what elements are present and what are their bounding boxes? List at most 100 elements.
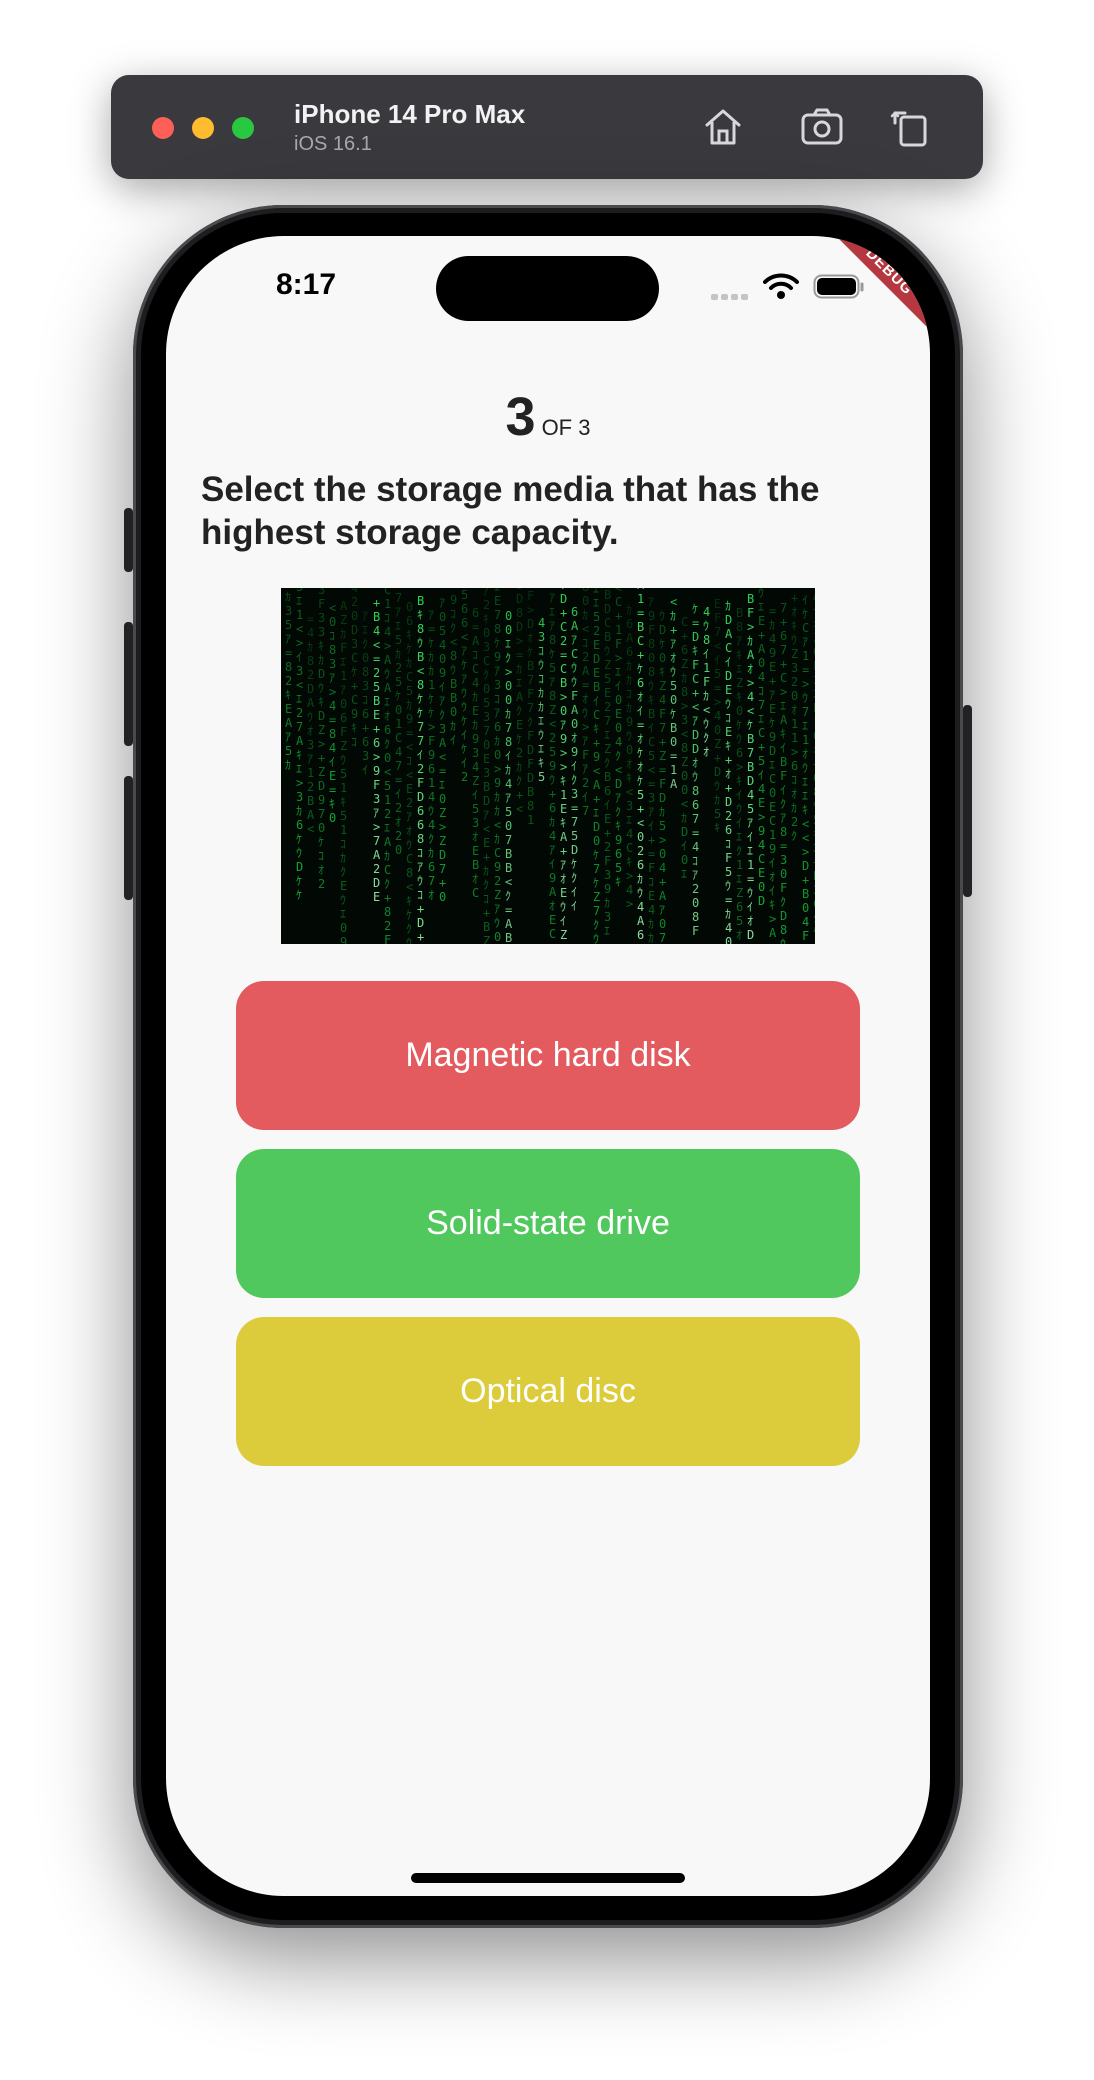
svg-text:8: 8	[527, 799, 534, 813]
svg-text:<: <	[406, 740, 413, 754]
svg-text:ｺ: ｺ	[362, 693, 368, 707]
svg-text:E: E	[714, 597, 721, 611]
svg-text:5: 5	[549, 661, 556, 675]
svg-text:2: 2	[296, 706, 303, 720]
svg-text:ｳ: ｳ	[571, 675, 577, 689]
svg-text:A: A	[725, 627, 733, 641]
svg-text:A: A	[582, 664, 590, 678]
svg-text:F: F	[527, 589, 534, 603]
svg-text:Z: Z	[681, 657, 688, 671]
answer-button-optical-disc[interactable]: Optical disc	[236, 1317, 860, 1466]
svg-text:7: 7	[593, 862, 600, 876]
svg-text:E: E	[494, 594, 501, 608]
svg-text:B: B	[505, 847, 512, 861]
svg-text:+: +	[439, 876, 446, 890]
svg-text:4: 4	[626, 827, 633, 841]
svg-text:6: 6	[461, 602, 468, 616]
svg-text:ｶ: ｶ	[659, 805, 665, 819]
svg-text:ｺ: ｺ	[538, 644, 544, 658]
svg-text:B: B	[505, 931, 512, 944]
svg-text:ｸ: ｸ	[780, 797, 786, 811]
svg-text:ｹ: ｹ	[406, 908, 412, 922]
svg-text:D: D	[714, 765, 721, 779]
minimize-window-button[interactable]	[192, 117, 214, 139]
svg-text:ｲ: ｲ	[571, 885, 577, 899]
svg-text:1: 1	[736, 858, 743, 872]
home-icon[interactable]	[699, 103, 747, 151]
svg-text:2: 2	[516, 746, 523, 760]
svg-text:+: +	[758, 740, 765, 754]
svg-text:ｵ: ｵ	[802, 747, 808, 761]
svg-text:6: 6	[384, 723, 391, 737]
svg-text:+: +	[780, 615, 787, 629]
svg-text:+: +	[637, 802, 644, 816]
svg-text:6: 6	[637, 928, 644, 942]
svg-text:4: 4	[758, 782, 765, 796]
answer-button-solid-state-drive[interactable]: Solid-state drive	[236, 1149, 860, 1298]
svg-text:6: 6	[373, 736, 380, 750]
svg-text:ｳ: ｳ	[538, 658, 544, 672]
power-button	[963, 705, 972, 897]
svg-text:ｷ: ｷ	[329, 797, 335, 811]
svg-text:F: F	[571, 689, 578, 703]
svg-text:2: 2	[395, 829, 402, 843]
svg-text:ｲ: ｲ	[747, 900, 753, 914]
svg-text:Z: Z	[681, 755, 688, 769]
svg-text:ｲ: ｲ	[549, 857, 555, 871]
svg-text:0: 0	[340, 921, 347, 935]
svg-text:4: 4	[747, 690, 754, 704]
svg-text:5: 5	[593, 610, 600, 624]
svg-text:C: C	[626, 841, 633, 855]
svg-text:ｱ: ｱ	[736, 634, 742, 648]
svg-text:ｶ: ｶ	[538, 700, 544, 714]
svg-text:=: =	[670, 749, 677, 763]
svg-text:ｺ: ｺ	[582, 636, 588, 650]
svg-text:<: <	[681, 727, 688, 741]
svg-text:ｳ: ｳ	[659, 609, 665, 623]
svg-text:9: 9	[428, 748, 435, 762]
svg-text:F: F	[318, 597, 325, 611]
svg-text:=: =	[692, 826, 699, 840]
svg-text:8: 8	[692, 910, 699, 924]
svg-text:7: 7	[527, 701, 534, 715]
svg-text:>: >	[626, 897, 633, 911]
svg-text:2: 2	[637, 844, 644, 858]
svg-text:ｲ: ｲ	[725, 655, 731, 669]
svg-text:>: >	[747, 676, 754, 690]
svg-text:ｴ: ｴ	[538, 742, 544, 756]
svg-text:7: 7	[560, 588, 567, 592]
svg-text:ｶ: ｶ	[494, 734, 500, 748]
svg-text:A: A	[571, 619, 579, 633]
svg-text:D: D	[483, 794, 490, 808]
home-indicator[interactable]	[411, 1873, 685, 1883]
svg-text:ｹ: ｹ	[593, 876, 599, 890]
svg-text:5: 5	[285, 744, 292, 758]
svg-text:ｱ: ｱ	[406, 810, 412, 824]
svg-text:>: >	[329, 685, 336, 699]
svg-text:E: E	[472, 844, 479, 858]
svg-text:ｱ: ｱ	[494, 664, 500, 678]
svg-text:6: 6	[428, 762, 435, 776]
rotate-icon[interactable]	[887, 103, 935, 151]
svg-text:ｶ: ｶ	[395, 647, 401, 661]
svg-text:5: 5	[395, 633, 402, 647]
svg-text:0: 0	[505, 819, 512, 833]
svg-text:9: 9	[648, 609, 655, 623]
svg-text:C: C	[560, 662, 567, 676]
answer-button-magnetic-hard-disk[interactable]: Magnetic hard disk	[236, 981, 860, 1130]
svg-text:=: =	[802, 663, 809, 677]
screenshot-icon[interactable]	[798, 103, 846, 151]
close-window-button[interactable]	[152, 117, 174, 139]
svg-text:F: F	[615, 637, 622, 651]
zoom-window-button[interactable]	[232, 117, 254, 139]
svg-text:A: A	[593, 778, 601, 792]
svg-text:2: 2	[417, 762, 424, 776]
svg-text:+: +	[560, 844, 567, 858]
svg-text:ｱ: ｱ	[373, 806, 379, 820]
svg-text:B: B	[505, 861, 512, 875]
svg-text:2: 2	[461, 770, 468, 784]
svg-text:8: 8	[417, 832, 424, 846]
svg-text:ｶ: ｶ	[516, 760, 522, 774]
svg-text:+: +	[659, 735, 666, 749]
svg-text:ｸ: ｸ	[428, 832, 434, 846]
